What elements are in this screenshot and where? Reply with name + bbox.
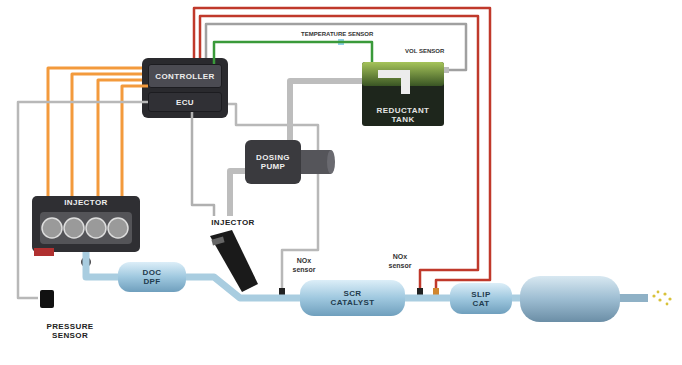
controller-box: CONTROLLER xyxy=(148,64,222,88)
reductant-tank: REDUCTANT TANK xyxy=(362,62,444,126)
doc-dpf: DOC DPF xyxy=(118,262,186,292)
pressure-sensor: PRESSURE SENSOR xyxy=(38,288,102,342)
node-label: SLIP CAT xyxy=(463,290,499,308)
node-label: CONTROLLER xyxy=(155,72,215,81)
scr-shell xyxy=(300,280,405,316)
sensor-label: VOL SENSOR xyxy=(404,47,445,55)
fuel-injector: INJECTOR xyxy=(32,196,140,252)
connector-line xyxy=(290,81,362,140)
dosing-pump: DOSING PUMP xyxy=(245,140,301,184)
node-label: ECU xyxy=(176,98,194,107)
doc-dpf-shell xyxy=(118,262,186,292)
sensor-label: NOx sensor xyxy=(384,252,416,270)
slip-cat-shell xyxy=(450,283,512,314)
connector-line xyxy=(86,252,118,277)
node-label: INJECTOR xyxy=(211,218,255,227)
volume-sensor xyxy=(444,67,449,73)
tail-pipe xyxy=(618,294,648,302)
node-label: DOSING PUMP xyxy=(248,153,298,171)
node-label: DOC DPF xyxy=(136,268,168,286)
node-label: SCR CATALYST xyxy=(322,289,384,307)
slip-cat: SLIP CAT xyxy=(450,283,512,314)
ecu-box: ECU xyxy=(148,92,222,112)
connector-line xyxy=(405,295,450,302)
exhaust-particles xyxy=(652,291,671,306)
dosing-pump xyxy=(245,140,335,184)
connector-line xyxy=(192,112,214,216)
dosing-injector: INJECTOR xyxy=(203,216,263,272)
node-label: PRESSURE SENSOR xyxy=(41,322,99,340)
connector-line xyxy=(18,102,148,298)
sensor-label: TEMPERATURE SENSOR xyxy=(300,30,374,38)
muffler xyxy=(520,276,620,322)
node-label: INJECTOR xyxy=(64,198,108,207)
sensor-label: NOx sensor xyxy=(288,256,320,274)
scr-catalyst: SCR CATALYST xyxy=(300,280,405,316)
connector-line xyxy=(214,42,372,64)
controller-housing xyxy=(142,58,228,118)
connector-line xyxy=(230,171,245,216)
pressure-sensor-body xyxy=(40,290,54,308)
node-label: REDUCTANT TANK xyxy=(373,106,433,124)
connector-line xyxy=(186,277,300,298)
reductant-tank xyxy=(362,62,444,126)
